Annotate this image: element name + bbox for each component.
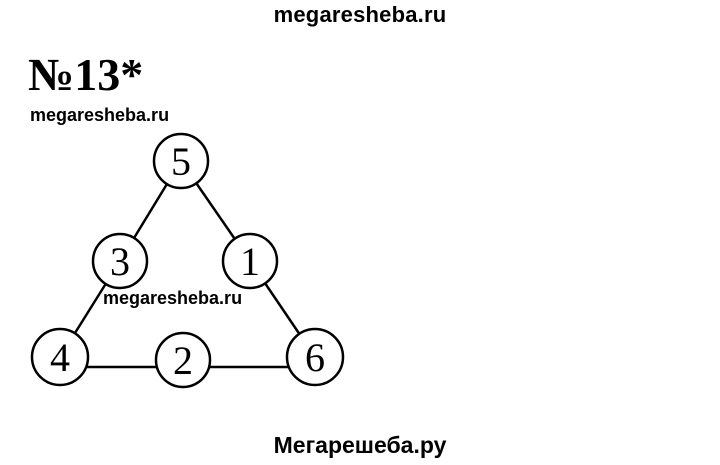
watermark-bottom: Мегарешеба.ру bbox=[273, 432, 447, 458]
node-label: 2 bbox=[173, 338, 193, 383]
node-label: 4 bbox=[50, 335, 70, 380]
node-bottom-mid: 2 bbox=[154, 331, 212, 389]
node-label: 6 bbox=[305, 335, 325, 380]
watermark-small-middle: megaresheba.ru bbox=[103, 288, 243, 308]
node-bottom-left: 4 bbox=[30, 327, 90, 387]
node-top: 5 bbox=[152, 132, 210, 190]
node-label: 3 bbox=[110, 239, 130, 284]
node-label: 1 bbox=[240, 239, 260, 284]
node-label: 5 bbox=[171, 139, 191, 184]
node-bottom-right: 6 bbox=[285, 327, 345, 387]
watermark-small-upper: megaresheba.ru bbox=[30, 105, 170, 125]
problem-number: №13* bbox=[28, 49, 144, 100]
node-right-mid: 1 bbox=[221, 232, 279, 290]
node-left-mid: 3 bbox=[91, 232, 149, 290]
watermark-top: megaresheba.ru bbox=[273, 2, 447, 27]
